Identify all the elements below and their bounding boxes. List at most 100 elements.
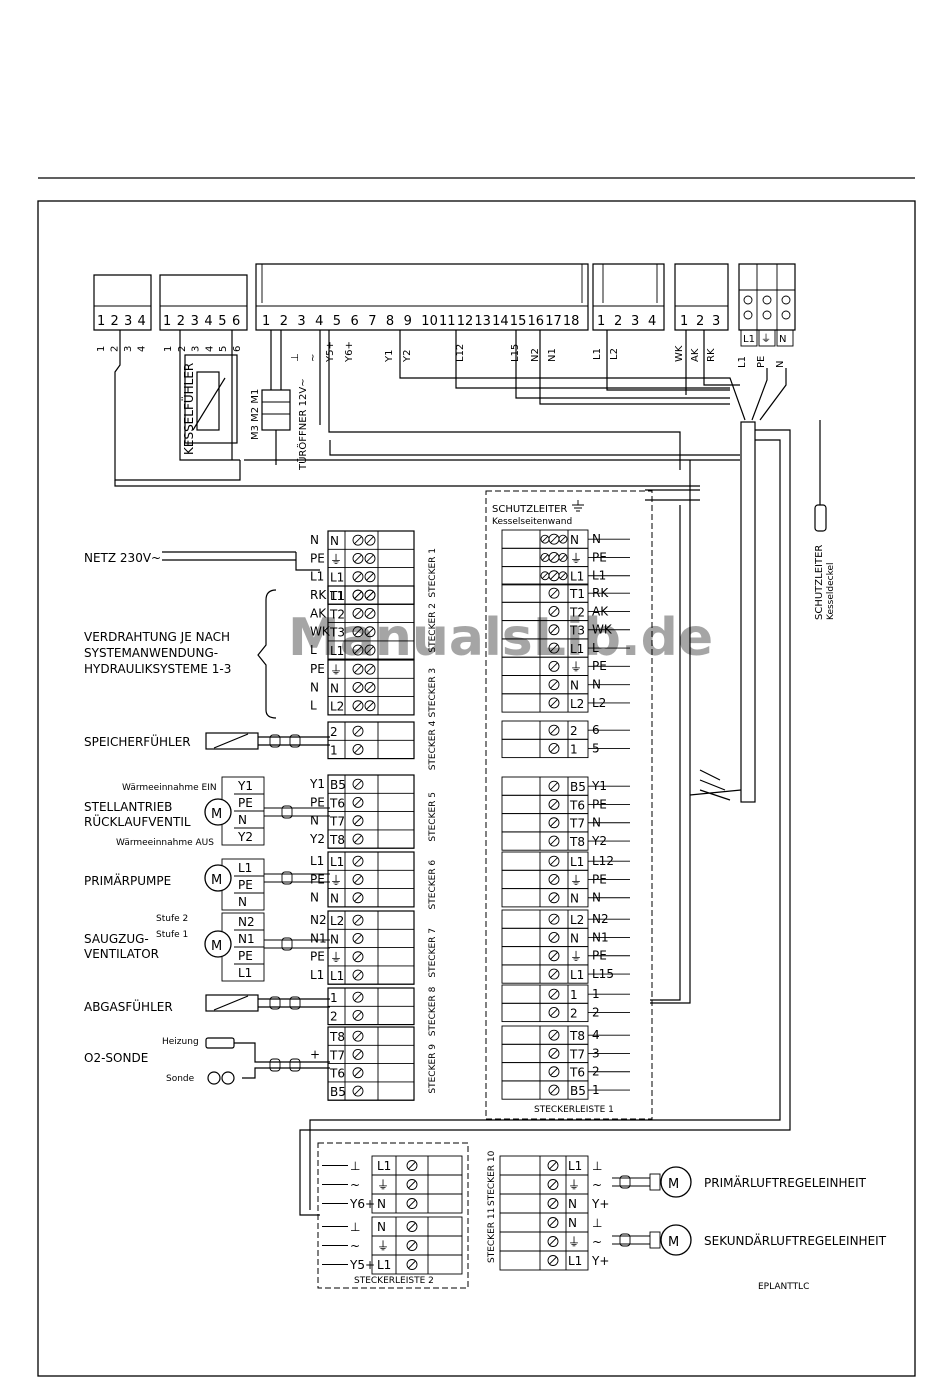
terminal-label: ⏚ (568, 1235, 580, 1249)
device-pin-label: Y2 (237, 830, 253, 844)
terminal-label: T7 (329, 1048, 345, 1062)
wire-label: 2 (177, 346, 188, 352)
side-label: PE (310, 662, 325, 676)
wire-label: Y1 (384, 350, 395, 363)
stecker-label: STECKER 10 (487, 1150, 497, 1206)
wire-label: L15 (510, 344, 521, 362)
stecker-row (499, 1250, 589, 1271)
wire-label: L1 (592, 348, 603, 360)
screw-terminal (547, 1179, 559, 1190)
terminal-label: ⏚ (570, 551, 582, 565)
pin-number: 15 (510, 314, 527, 329)
terminal-label: N (570, 892, 579, 906)
motor-m-label: M3 M2 M1 (250, 389, 261, 440)
wire-label: ~ (308, 354, 319, 362)
screw-terminal (548, 587, 560, 599)
terminal-label: N (377, 1220, 386, 1234)
terminal-label: T7 (569, 817, 585, 831)
terminal-label: 1 (330, 991, 338, 1005)
wire-label: WK (674, 345, 685, 362)
tueroeffner-label: TÜRÖFFNER 12V~ (296, 378, 309, 471)
strip2-row (371, 1254, 463, 1275)
screw-terminal (548, 1047, 560, 1059)
screw-terminal (352, 1067, 364, 1079)
terminal-label: L1 (330, 644, 344, 658)
terminal-label: T3 (569, 624, 585, 638)
waerme-aus-label: Wärmeeinnahme AUS (116, 838, 214, 848)
side-label: PE (310, 795, 325, 809)
side-label: N (310, 533, 319, 547)
side-label: PE (310, 950, 325, 964)
side-label: Y2 (309, 832, 325, 846)
primaerpumpe-label: PRIMÄRPUMPE (84, 873, 171, 888)
screw-terminal (352, 855, 364, 867)
screw-terminal (364, 700, 376, 712)
terminal-label: 2 (570, 1006, 578, 1020)
terminal-label: T3 (329, 626, 345, 640)
terminal-label: ⏚ (570, 950, 582, 964)
o2-sonde-symbol (205, 1037, 330, 1085)
pin-number: 5 (218, 314, 226, 329)
stufe1-label: Stufe 1 (156, 930, 188, 940)
screw-terminal (364, 608, 376, 619)
screw-terminal (352, 1085, 364, 1097)
screw-terminal (364, 626, 376, 638)
device-pin-label: N (238, 813, 247, 827)
speicherfuehler-symbol (205, 732, 330, 750)
screw-terminal (352, 951, 364, 963)
pin-number: 1 (97, 314, 105, 329)
screw-terminal (352, 797, 364, 808)
stecker-label: STECKER 3 (428, 668, 438, 718)
terminal-label: N (330, 892, 339, 906)
sonde-label: Sonde (166, 1074, 195, 1084)
terminal-label: N (330, 681, 339, 695)
side-label: WK (310, 625, 331, 639)
pin-number: L1 (743, 334, 755, 345)
strip1-enclosure (485, 490, 653, 1120)
terminal-label: T1 (329, 589, 345, 603)
pin-number: 10 (421, 314, 438, 329)
terminal-label: L1 (330, 855, 344, 869)
screw-terminal (406, 1221, 418, 1232)
wire-label: ⊥ (290, 353, 301, 362)
wire-label: Y2 (402, 350, 413, 363)
screw-terminal (548, 780, 560, 792)
screw-terminal (364, 682, 376, 693)
side-label: PE (310, 872, 325, 886)
stufe2-label: Stufe 2 (156, 914, 188, 924)
screw-terminal (352, 608, 364, 619)
terminal-label: L2 (570, 697, 584, 711)
screw-terminal (548, 874, 560, 885)
device-pin-label: L1 (238, 861, 252, 875)
screw-terminal (548, 642, 560, 654)
motor-symbol: M (211, 807, 222, 822)
netz-cable (162, 551, 320, 571)
side-label: L1 (310, 854, 324, 868)
abgasfuehler-label: ABGASFÜHLER (84, 998, 173, 1014)
stecker-label: STECKER 7 (428, 928, 438, 978)
wire-label: 6 (232, 346, 243, 352)
side-label: N (310, 891, 319, 905)
terminal-label: B5 (570, 780, 586, 794)
pin-number: 3 (297, 314, 305, 329)
pin-number: 4 (204, 314, 212, 329)
screw-terminal (364, 534, 376, 546)
screw-terminal (548, 660, 560, 672)
pin-number: 4 (315, 314, 323, 329)
pin-number: 2 (280, 314, 288, 329)
pin-number: 1 (163, 314, 171, 329)
screw-terminal (547, 1217, 559, 1228)
device-pin-label: Y1 (237, 779, 253, 793)
screw-terminal (548, 950, 560, 962)
side-label: N (310, 814, 319, 828)
wire-label: 3 (191, 346, 202, 352)
pin-number: 3 (712, 314, 720, 329)
schutzleiter-deckel-label: SCHUTZLEITER (814, 545, 825, 620)
pin-number: 14 (492, 314, 509, 329)
side-label: ~ (592, 1235, 602, 1249)
screw-terminal (558, 571, 568, 581)
kesseldeckel-label: Kesseldeckel (826, 562, 836, 620)
pin-number: 4 (648, 314, 656, 329)
